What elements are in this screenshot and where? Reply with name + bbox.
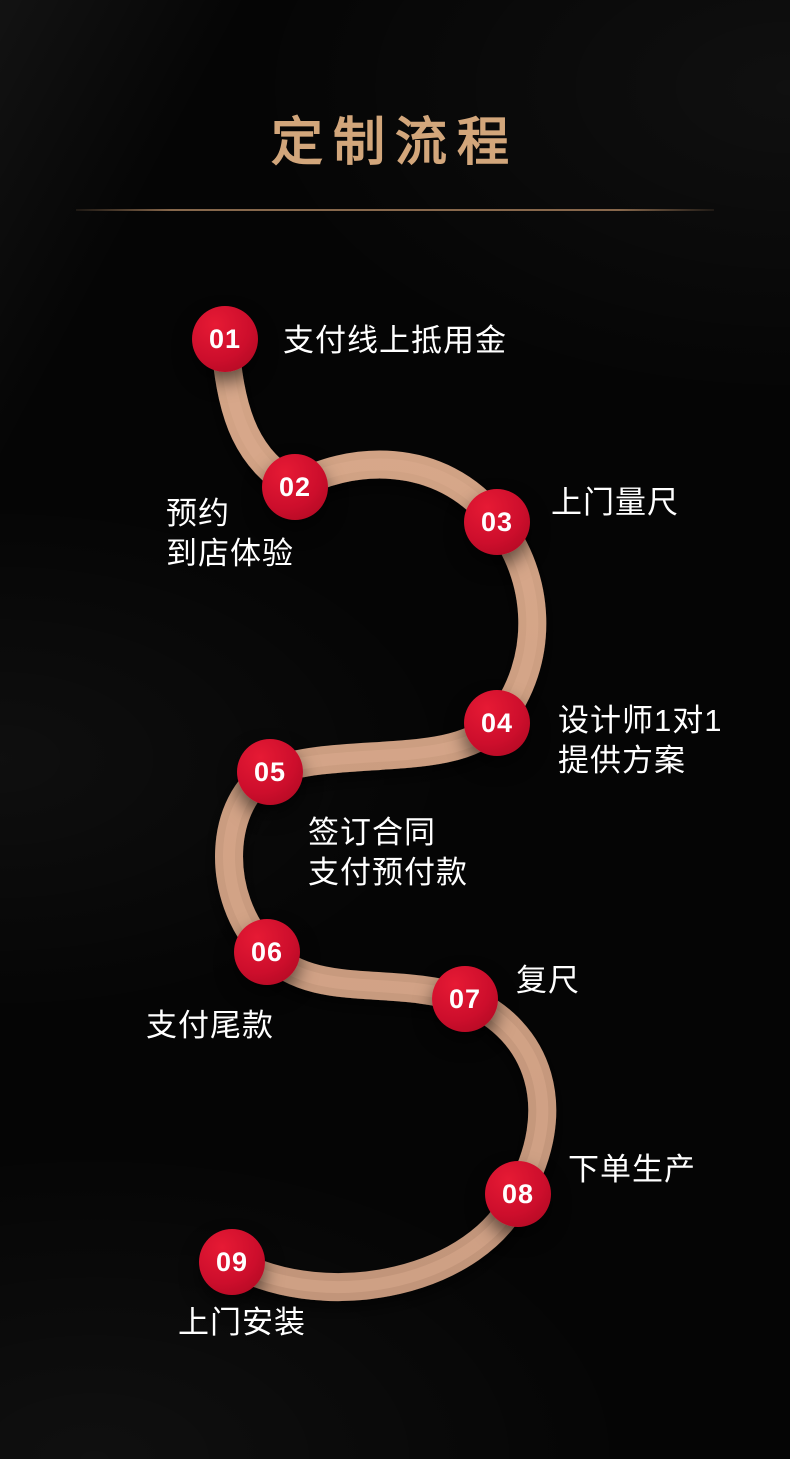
step-label-09: 上门安装 — [178, 1305, 306, 1340]
step-label-03: 上门量尺 — [551, 485, 679, 520]
step-label-04: 设计师1对1 提供方案 — [558, 703, 723, 779]
title-divider — [76, 209, 714, 211]
step-label-05: 签订合同 支付预付款 — [308, 815, 468, 891]
step-label-02: 预约 到店体验 — [166, 496, 294, 572]
step-number-01: 01 — [208, 323, 242, 354]
step-number-08: 08 — [501, 1178, 535, 1209]
step-circle-07: 07 — [432, 966, 498, 1032]
step-label-08: 下单生产 — [568, 1152, 696, 1187]
step-label-01: 支付线上抵用金 — [283, 323, 507, 358]
page-title: 定制流程 — [270, 114, 519, 172]
step-circle-02: 02 — [262, 454, 328, 520]
step-number-04: 04 — [480, 707, 514, 738]
step-circle-06: 06 — [234, 919, 300, 985]
step-label-07: 复尺 — [516, 963, 580, 998]
step-number-07: 07 — [448, 983, 482, 1014]
step-circle-03: 03 — [464, 489, 530, 555]
step-circle-05: 05 — [237, 739, 303, 805]
step-circle-01: 01 — [192, 306, 258, 372]
step-number-03: 03 — [480, 506, 514, 537]
step-circle-09: 09 — [199, 1229, 265, 1295]
step-number-02: 02 — [278, 471, 312, 502]
step-circle-04: 04 — [464, 690, 530, 756]
step-number-05: 05 — [253, 756, 287, 787]
step-label-06: 支付尾款 — [146, 1008, 274, 1043]
step-number-09: 09 — [215, 1246, 249, 1277]
step-number-06: 06 — [250, 936, 284, 967]
step-circle-08: 08 — [485, 1161, 551, 1227]
